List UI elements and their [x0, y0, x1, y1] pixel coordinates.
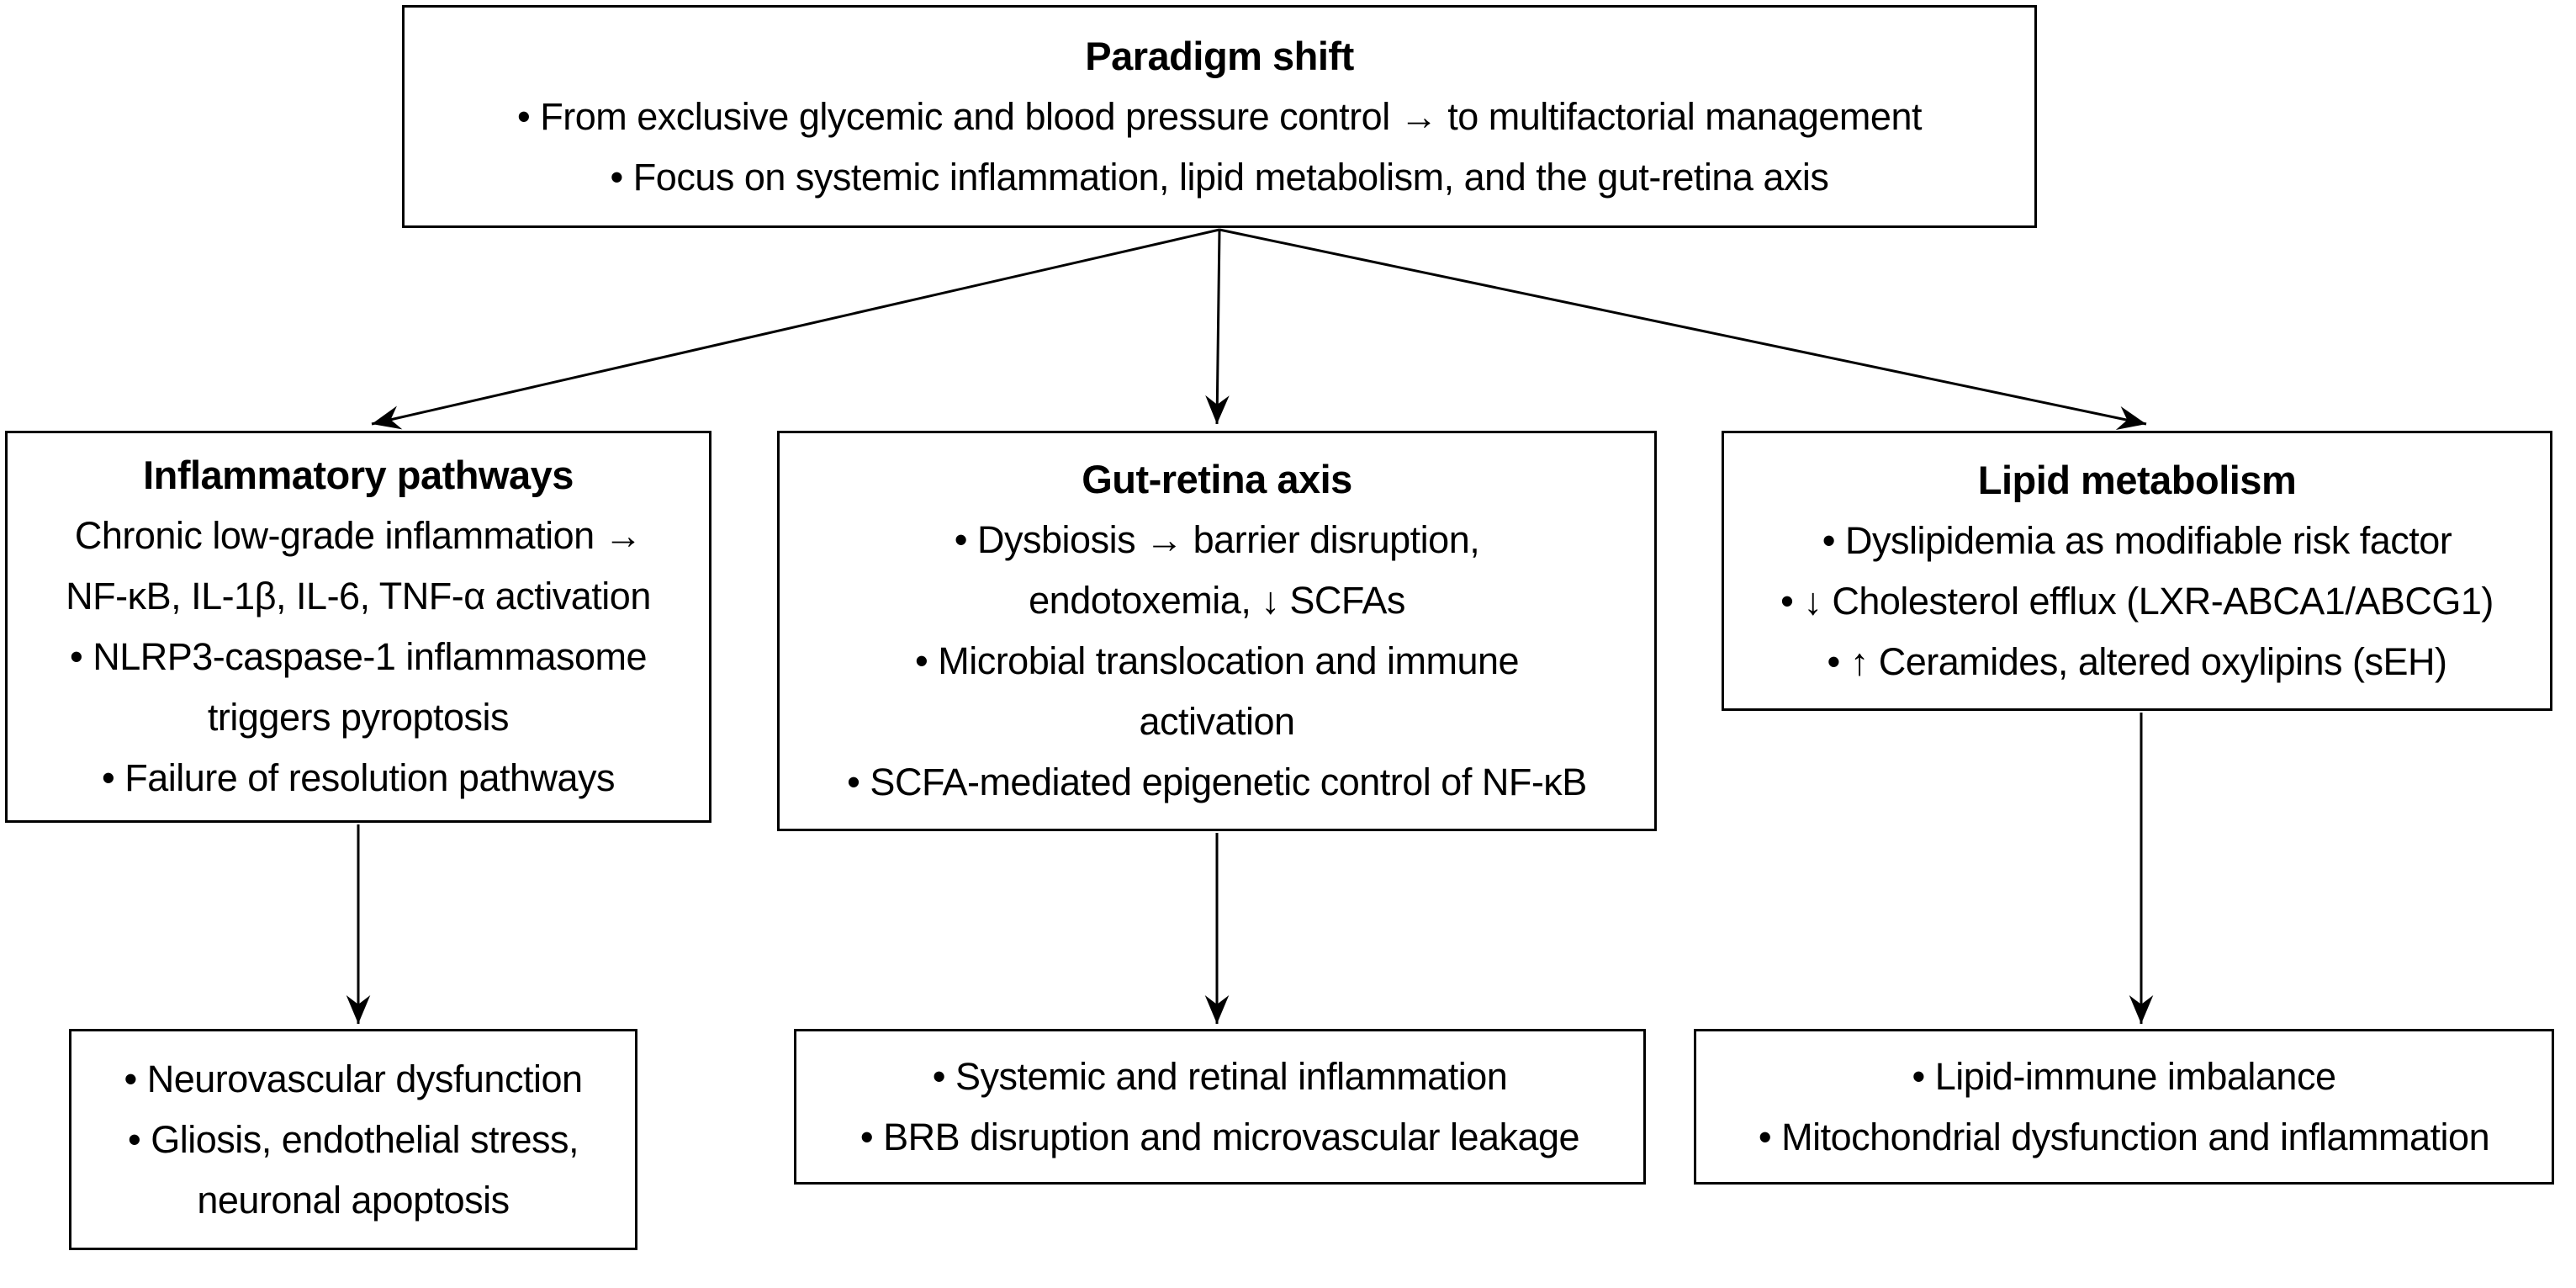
box-lipid-outcomes: • Lipid-immune imbalance • Mitochondrial… — [1694, 1029, 2554, 1185]
box-item: • Systemic and retinal inflammation — [932, 1054, 1508, 1098]
box-item: • BRB disruption and microvascular leaka… — [860, 1115, 1580, 1158]
box-gut-outcomes: • Systemic and retinal inflammation • BR… — [794, 1029, 1646, 1185]
box-lipid-metabolism: Lipid metabolism • Dyslipidemia as modif… — [1722, 431, 2552, 711]
box-item: • ↑ Ceramides, altered oxylipins (sEH) — [1827, 639, 2448, 683]
box-item: • Dyslipidemia as modifiable risk factor — [1822, 518, 2452, 562]
box-inflammatory-pathways: Inflammatory pathways Chronic low-grade … — [5, 431, 711, 823]
box-gut-retina-axis: Gut-retina axis • Dysbiosis → barrier di… — [777, 431, 1657, 831]
box-paradigm-shift: Paradigm shift • From exclusive glycemic… — [402, 5, 2037, 228]
box-title: Gut-retina axis — [1082, 457, 1352, 501]
box-inflammatory-outcomes: • Neurovascular dysfunction • Gliosis, e… — [69, 1029, 637, 1250]
box-item: • Gliosis, endothelial stress, neuronal … — [128, 1117, 579, 1222]
box-item: • ↓ Cholesterol efflux (LXR-ABCA1/ABCG1) — [1780, 579, 2494, 623]
box-title: Lipid metabolism — [1977, 457, 2297, 502]
box-item: Chronic low-grade inflammation → NF-κB, … — [66, 514, 651, 617]
box-item: • Mitochondrial dysfunction and inflamma… — [1758, 1115, 2490, 1158]
box-item: • Failure of resolution pathways — [101, 756, 616, 799]
box-item: • NLRP3-caspase-1 inflammasome triggers … — [69, 635, 648, 739]
box-item: • SCFA-mediated epigenetic control of NF… — [847, 761, 1587, 803]
box-title: Inflammatory pathways — [143, 453, 574, 497]
box-item: • Focus on systemic inflammation, lipid … — [610, 155, 1829, 199]
box-title: Paradigm shift — [1085, 33, 1354, 78]
box-item: • Neurovascular dysfunction — [124, 1057, 583, 1100]
box-item: • Lipid-immune imbalance — [1912, 1054, 2336, 1098]
box-item: • Microbial translocation and immune act… — [914, 639, 1520, 743]
arrow-paradigm-to-lipid — [1219, 228, 2147, 431]
arrow-paradigm-to-inflammatory — [371, 228, 1220, 430]
arrow-paradigm-to-gut — [1205, 229, 1230, 425]
box-item: • From exclusive glycemic and blood pres… — [517, 94, 1922, 138]
box-item: • Dysbiosis → barrier disruption, endoto… — [954, 518, 1480, 622]
